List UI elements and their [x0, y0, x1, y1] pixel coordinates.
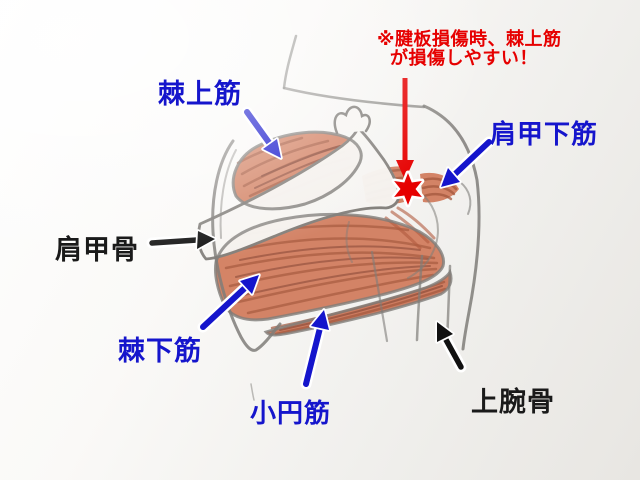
label-scapula: 肩甲骨: [55, 235, 139, 265]
injury-pointer-arrow: [396, 78, 414, 180]
teres-minor-arrow: [300, 308, 331, 390]
pencil-outlines: [211, 34, 481, 401]
infraspinatus-arrow: [197, 273, 261, 333]
supraspinatus-arrow: [241, 106, 283, 160]
injury-note: ※腱板損傷時、棘上筋 が損傷しやすい！: [377, 30, 562, 68]
label-infraspinatus: 棘下筋: [118, 336, 202, 366]
label-supraspinatus: 棘上筋: [158, 79, 242, 109]
subscapularis-arrow: [439, 136, 495, 189]
scapula-arrow: [146, 229, 217, 251]
label-subscapularis: 肩甲下筋: [490, 119, 599, 149]
label-humerus: 上腕骨: [471, 387, 555, 417]
injury-note-line1: ※腱板損傷時、棘上筋: [377, 29, 562, 49]
injury-star-icon: [391, 170, 425, 208]
injury-note-line2: が損傷しやすい！: [390, 48, 538, 68]
label-teres-minor: 小円筋: [250, 398, 332, 428]
humerus-arrow: [435, 320, 467, 373]
